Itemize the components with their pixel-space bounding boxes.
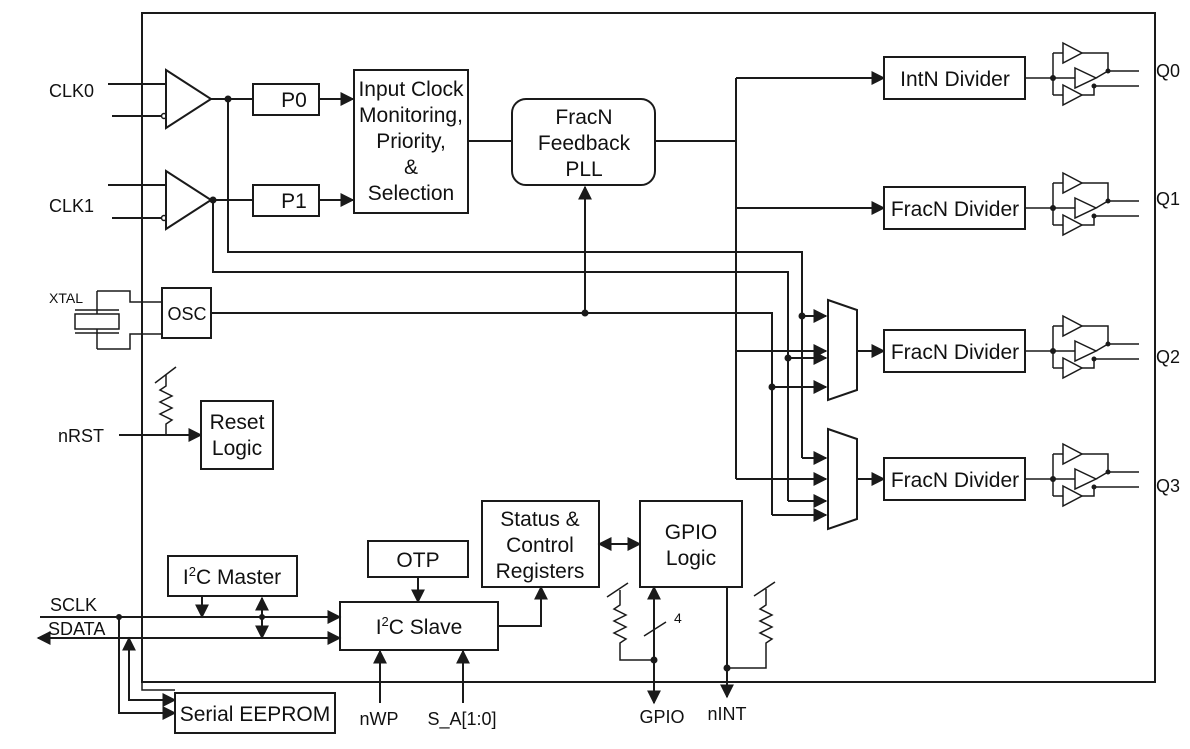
i2c-master bbox=[167, 555, 298, 597]
icm-label-1: Input Clock bbox=[358, 78, 464, 101]
mux-q3 bbox=[827, 427, 858, 531]
pin-nint: nINT bbox=[707, 704, 746, 724]
fracn-divider-q3-label: FracN Divider bbox=[891, 469, 1019, 492]
pin-sdata: SDATA bbox=[48, 619, 105, 639]
fracn-divider-q1-label: FracN Divider bbox=[891, 198, 1019, 221]
output-buffers-q0 bbox=[1025, 41, 1139, 107]
oscillator bbox=[161, 287, 212, 339]
output-buffers-q2 bbox=[1025, 314, 1139, 380]
reset-label-2: Logic bbox=[212, 437, 262, 460]
i2c-master-label: I2C Master bbox=[183, 564, 281, 589]
i2c-slave bbox=[339, 601, 499, 651]
gpio-logic bbox=[639, 500, 743, 588]
osc-label: OSC bbox=[167, 304, 206, 324]
otp bbox=[367, 540, 469, 578]
gpio-bus-width-label: 4 bbox=[674, 610, 682, 626]
p0-label: P0 bbox=[281, 89, 307, 112]
pin-q3: Q3 bbox=[1156, 476, 1180, 496]
pll-label-3: PLL bbox=[565, 158, 602, 181]
pin-nrst: nRST bbox=[58, 426, 104, 446]
serial-eeprom bbox=[174, 692, 336, 734]
pin-q0: Q0 bbox=[1156, 61, 1180, 81]
clk1-input-buffer bbox=[108, 169, 213, 231]
gpio-logic-label-1: GPIO bbox=[665, 521, 718, 544]
i2c-slave-label: I2C Slave bbox=[376, 614, 463, 639]
icm-label-3: Priority, bbox=[376, 130, 446, 153]
fracn-divider-q1 bbox=[883, 186, 1026, 230]
pin-nwp: nWP bbox=[359, 709, 398, 729]
intn-divider bbox=[883, 56, 1026, 100]
pin-sclk: SCLK bbox=[50, 595, 97, 615]
icm-label-5: Selection bbox=[368, 182, 454, 205]
nrst-pullup-resistor-icon bbox=[154, 366, 177, 435]
reset-label-1: Reset bbox=[210, 411, 265, 434]
fracn-divider-q2 bbox=[883, 329, 1026, 373]
status-control-registers bbox=[481, 500, 600, 588]
mux-q2 bbox=[827, 298, 858, 402]
status-label-3: Registers bbox=[496, 560, 585, 583]
pin-sa: S_A[1:0] bbox=[427, 709, 496, 730]
gpio-logic-label-2: Logic bbox=[666, 547, 716, 570]
otp-label: OTP bbox=[396, 549, 439, 572]
pin-xtal: XTAL bbox=[49, 290, 83, 306]
intn-divider-label: IntN Divider bbox=[900, 68, 1010, 91]
reset-logic bbox=[200, 400, 274, 470]
pin-clk1: CLK1 bbox=[49, 196, 94, 216]
eeprom-label: Serial EEPROM bbox=[180, 703, 331, 726]
gpio-pullup-resistor-icon bbox=[606, 582, 654, 661]
pll-label-1: FracN bbox=[555, 106, 612, 129]
pin-clk0: CLK0 bbox=[49, 81, 94, 101]
p1-divider bbox=[252, 184, 320, 217]
fracn-divider-q2-label: FracN Divider bbox=[891, 341, 1019, 364]
pin-q1: Q1 bbox=[1156, 189, 1180, 209]
pin-gpio: GPIO bbox=[639, 707, 684, 727]
output-buffers-q3 bbox=[1025, 442, 1139, 508]
p0-divider bbox=[252, 83, 320, 116]
crystal-icon bbox=[74, 290, 162, 350]
p1-label: P1 bbox=[281, 190, 307, 213]
output-buffers-q1 bbox=[1025, 171, 1139, 237]
icm-label-4: & bbox=[404, 156, 418, 179]
pll-label-2: Feedback bbox=[538, 132, 631, 155]
status-label-1: Status & bbox=[500, 508, 579, 531]
clk0-input-buffer bbox=[108, 68, 213, 130]
icm-label-2: Monitoring, bbox=[359, 104, 463, 127]
pin-q2: Q2 bbox=[1156, 347, 1180, 367]
nint-pullup-resistor-icon bbox=[727, 581, 776, 669]
status-label-2: Control bbox=[506, 534, 574, 557]
